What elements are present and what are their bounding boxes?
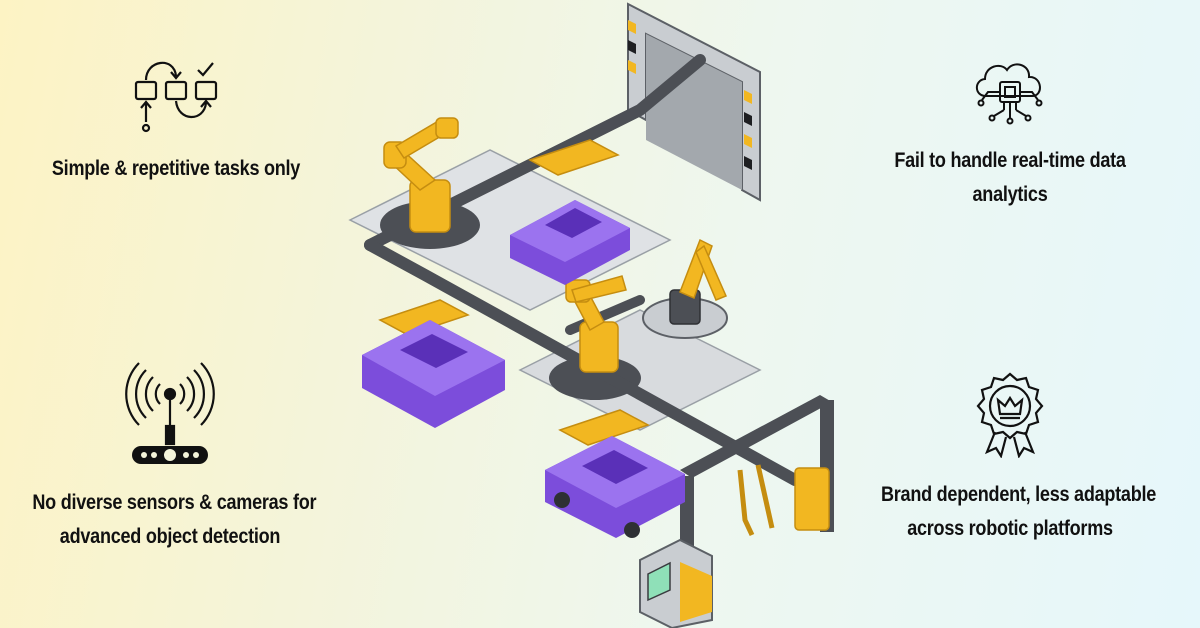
feature-label-line-1: No diverse sensors & cameras for <box>32 491 317 514</box>
feature-realtime-analytics: Fail to handle real-time data analytics <box>860 52 1160 212</box>
feature-label: Simple & repetitive tasks only <box>51 157 301 180</box>
control-terminal <box>639 538 713 628</box>
feature-sensors-cameras: No diverse sensors & cameras for advance… <box>10 358 330 554</box>
robot-arm <box>669 238 727 325</box>
award-badge-icon <box>976 372 1044 458</box>
hanging-gripper <box>737 464 775 537</box>
wireless-sensor-icon <box>125 362 215 464</box>
car-body <box>545 436 685 538</box>
workflow-process-icon <box>134 61 218 133</box>
assembly-line-illustration <box>348 2 834 628</box>
feature-simple-tasks: Simple & repetitive tasks only <box>26 50 326 186</box>
feature-brand-dependent: Brand dependent, less adaptable across r… <box>860 370 1160 546</box>
feature-label-line-2: advanced object detection <box>59 525 281 548</box>
robot-arm <box>383 117 459 233</box>
car-body <box>510 200 630 285</box>
feature-label-line-1: Brand dependent, less adaptable <box>881 483 1157 506</box>
feature-label-line-2: analytics <box>972 183 1048 206</box>
robot-arm <box>565 275 627 373</box>
feature-label-line-2: across robotic platforms <box>907 517 1113 540</box>
feature-label-line-1: Fail to handle real-time data <box>894 149 1126 172</box>
car-body <box>362 320 505 428</box>
factory-gate <box>627 2 761 202</box>
cloud-chip-icon <box>975 63 1043 125</box>
gantry-clamp <box>378 139 830 531</box>
